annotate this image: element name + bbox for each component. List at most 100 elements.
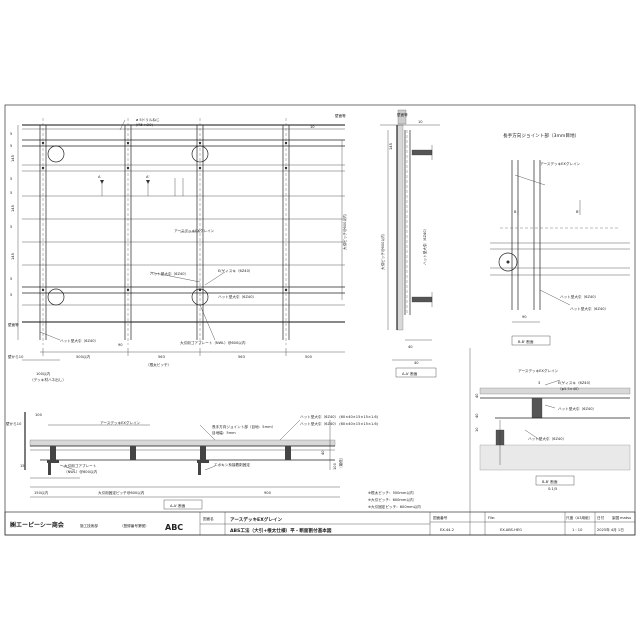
elev-wall: 壁から10 (6, 421, 22, 426)
sect-hat-2: ハット型大引（6Z40） (528, 436, 566, 441)
side-section: 壁面等 10 145 大引ピッチ@600以内 ハット型大引（6Z40） 40 4… (380, 109, 440, 378)
scale-label: 尺度（A3用紙） (566, 515, 592, 520)
sect-deck: アースデッキEXグレイン (518, 368, 559, 373)
plate-circle (191, 288, 209, 306)
small-section: アースデッキEXグレイン E(ゲィスキ（6Z40） （φ5.5×40） ハット型… (469, 348, 631, 535)
sect-dim-3: 10 (475, 427, 479, 432)
left-dim: 5 (10, 293, 12, 297)
plate-label: 大引用ゴアプレート（NWL）@600以内 (180, 340, 246, 345)
elev-caption: A-A' 断面 (170, 503, 186, 508)
sect-dim-2: 40 (475, 413, 479, 418)
side-dim-top: 10 (418, 120, 423, 124)
elev-joint-2: 目地幅：5mm (212, 430, 236, 435)
pitch-label: 大引ピッチ@600以内 (342, 214, 347, 250)
plate-circle (191, 145, 209, 163)
file-name: EX-ABS-HEG (500, 528, 522, 532)
scale-value: 1 : 10 (572, 528, 583, 532)
left-dim: 5 (10, 177, 12, 181)
plate-circle (47, 288, 65, 306)
elev-dim-100: 100 (35, 413, 43, 417)
elev-h2: 100 (333, 462, 337, 470)
drill-note-spec: (M5 ×20) (136, 123, 154, 127)
author-value: matsu (620, 516, 631, 520)
drawing-no-label: 図面番号 (433, 515, 448, 520)
dim-500-b: 500 (305, 355, 313, 359)
elev-dim-900: 900 (264, 491, 272, 495)
section-mark-a2: A' (146, 175, 149, 179)
detail-joist-2: ハット型大引（6Z40） (570, 306, 608, 311)
elev-h1: 40 (321, 450, 325, 455)
elev-adjuster: エポキシ系接着剤固定 (214, 462, 250, 467)
edge-note-2: （デッキ材ハネ出し） (30, 377, 66, 382)
dim-500: 500以内 (76, 354, 90, 359)
elev-spec1: ハット型大引（6Z40） (60×40×15×15×1.6) (300, 414, 379, 419)
joist-spec-label: ハット型大引（6Z40） (150, 271, 188, 276)
detail-title: 長手方向ジョイント部（3mm目地） (503, 132, 579, 139)
side-dim-v2: 大引ピッチ@600以内 (380, 234, 385, 270)
side-caption: A-A' 断面 (402, 371, 418, 376)
plate-circle (498, 252, 518, 272)
detail-caption: B-B' 断面 (518, 339, 534, 344)
left-dim: 5 (10, 132, 12, 136)
note-2: ※大引ピッチ：600mm以内 (368, 497, 414, 502)
author-label: 製図 (612, 515, 620, 520)
sect-caption: B-B' 断面 (542, 479, 558, 484)
plate-circle (47, 145, 65, 163)
joint-detail: 長手方向ジョイント部（3mm目地） アースデッキEXグレイン ハット型大引（6Z… (490, 132, 630, 346)
elevation-view: アースデッキEXグレイン 長手方向ジョイント部（目地：5mm） 目地幅：5mm … (6, 412, 379, 510)
sect-screw: E(ゲィスキ（6Z40） (558, 380, 592, 385)
joist-bottom-label: ハット型大引（6Z40） (60, 338, 98, 343)
drawing-name-2: ABS工法（大引+根太仕様）平・断面割付基本図 (230, 527, 332, 534)
file-label: File: (488, 516, 495, 520)
date-value: 2025年 4月 1日 (597, 527, 624, 532)
sect-screw-2: （φ5.5×40） (558, 386, 581, 391)
left-dim: 145 (11, 205, 15, 212)
company-logo: ABC (165, 523, 183, 532)
edge-dim: 壁から10 (8, 354, 24, 359)
dim-563-a: 563 (158, 355, 165, 359)
elev-joint: 長手方向ジョイント部（目地：5mm） (212, 424, 275, 429)
detail-deck: アースデッキEXグレイン (540, 161, 581, 166)
side-dim-v1: 145 (389, 143, 393, 150)
elev-h3: （最低） (338, 456, 343, 470)
date-label: 日付 (597, 515, 605, 520)
note-3: ※大引固定ピッチ：600mm以内 (368, 504, 421, 509)
left-dim: 145 (11, 253, 15, 260)
company-reg: （登録番号第號） (120, 523, 149, 528)
side-note: ハット型大引（6Z40） (422, 227, 427, 265)
title-block: ㈱エーピーシー商会 施工技術部 （登録番号第號） ABC 図面名 アースデッキE… (4, 511, 636, 536)
top-dim: 10 (310, 125, 315, 129)
edge-note: 100以内 (36, 371, 50, 376)
wall-label-bottom: 壁面等 (8, 322, 19, 327)
elev-deck: アースデッキEXグレイン (100, 420, 141, 425)
drawing-no: EX-44-2 (440, 528, 454, 532)
dim-563-b: 563 (238, 355, 245, 359)
elev-spec2: ハット型大引（6Z40） (60×40×15×15×1.6) (300, 421, 379, 426)
sect-scale: S:1/5 (548, 487, 557, 491)
drawing-name-label: 図面名 (203, 516, 214, 521)
sect-dim-1: 40 (475, 393, 479, 398)
fixing-label: ハット型大引（6Z40） (218, 294, 256, 299)
elev-dim-pitch: 大引用固定ピッチ@600以内 (98, 490, 145, 495)
detail-mark-b: B (514, 210, 517, 214)
left-dim: 5 (10, 225, 12, 229)
left-dim: 145 (11, 155, 15, 162)
dim-90: 90 (118, 343, 123, 347)
sect-hat: ハット型大引（6Z40） (558, 406, 596, 411)
detail-dim: 90 (522, 315, 527, 319)
plan-view: ø 5ドリルねじ (M5 ×20) 壁面等 10 アースデッキEXグレイン ハッ… (8, 113, 347, 382)
wall-label-top: 壁面等 (335, 113, 346, 118)
note-1: ※根太ピッチ：500mm以内 (368, 490, 414, 495)
side-bottom-dim-1: 40 (408, 345, 413, 349)
side-wall: 壁面等 (397, 112, 408, 117)
company-name: ㈱エーピーシー商会 (10, 521, 65, 529)
left-dim: 5 (10, 144, 12, 148)
drill-note: ø 5ドリルねじ (136, 117, 160, 122)
company-dept: 施工技術部 (80, 523, 98, 528)
elev-dim-15: 15 (20, 464, 25, 468)
elev-plate-2: （NWL）@600以内 (64, 469, 97, 474)
notes: ※根太ピッチ：500mm以内 ※大引ピッチ：600mm以内 ※大引固定ピッチ：6… (368, 490, 421, 509)
left-dim: 5 (10, 191, 12, 195)
elev-dim-150: 150以内 (34, 490, 48, 495)
